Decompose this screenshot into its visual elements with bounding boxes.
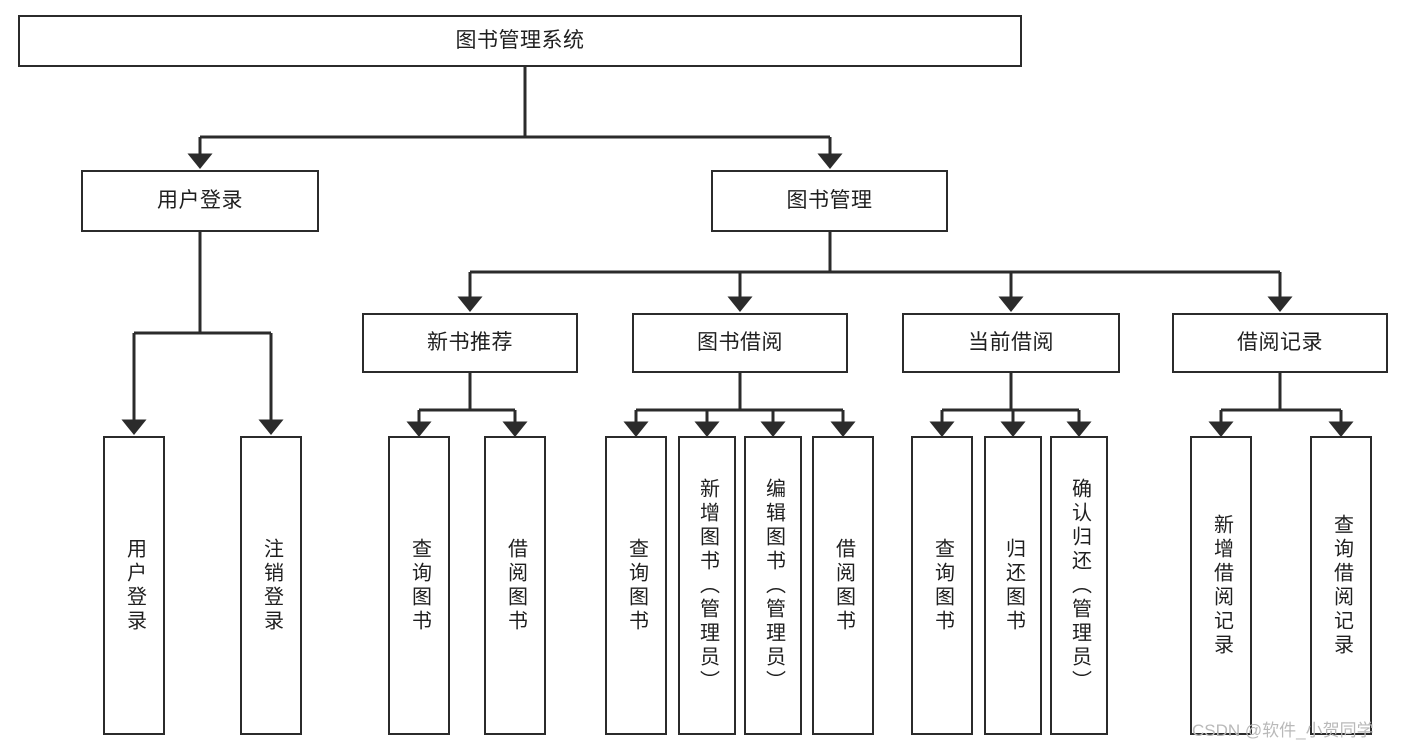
node-current-borrow[interactable]: 当前借阅 — [902, 313, 1120, 373]
node-leaf-edit-book-label: 编辑图书（管理员） — [762, 477, 785, 694]
node-root[interactable]: 图书管理系统 — [18, 15, 1022, 67]
node-book-manage[interactable]: 图书管理 — [711, 170, 948, 232]
node-leaf-query-book-1-label: 查询图书 — [408, 537, 431, 634]
node-new-book-rec-label: 新书推荐 — [427, 331, 513, 355]
node-leaf-borrow-book-1-label: 借阅图书 — [504, 537, 527, 634]
node-user-login-label: 用户登录 — [157, 189, 243, 213]
node-leaf-edit-book[interactable]: 编辑图书（管理员） — [744, 436, 802, 735]
node-leaf-return-book[interactable]: 归还图书 — [984, 436, 1042, 735]
node-leaf-user-login[interactable]: 用户登录 — [103, 436, 165, 735]
node-user-login[interactable]: 用户登录 — [81, 170, 319, 232]
node-leaf-user-login-label: 用户登录 — [123, 537, 146, 634]
node-borrow-record[interactable]: 借阅记录 — [1172, 313, 1388, 373]
node-book-borrow[interactable]: 图书借阅 — [632, 313, 848, 373]
node-new-book-rec[interactable]: 新书推荐 — [362, 313, 578, 373]
node-leaf-add-book[interactable]: 新增图书（管理员） — [678, 436, 736, 735]
node-leaf-query-book-2-label: 查询图书 — [625, 537, 648, 634]
node-leaf-add-book-label: 新增图书（管理员） — [696, 477, 719, 694]
node-leaf-query-book-3[interactable]: 查询图书 — [911, 436, 973, 735]
node-leaf-query-record[interactable]: 查询借阅记录 — [1310, 436, 1372, 735]
node-leaf-query-book-2[interactable]: 查询图书 — [605, 436, 667, 735]
node-leaf-borrow-book-1[interactable]: 借阅图书 — [484, 436, 546, 735]
node-current-borrow-label: 当前借阅 — [968, 331, 1054, 355]
node-leaf-confirm-return-label: 确认归还（管理员） — [1068, 477, 1091, 694]
node-leaf-user-logout[interactable]: 注销登录 — [240, 436, 302, 735]
node-book-borrow-label: 图书借阅 — [697, 331, 783, 355]
node-leaf-add-record-label: 新增借阅记录 — [1210, 513, 1233, 658]
node-leaf-confirm-return[interactable]: 确认归还（管理员） — [1050, 436, 1108, 735]
node-leaf-query-book-1[interactable]: 查询图书 — [388, 436, 450, 735]
node-book-manage-label: 图书管理 — [786, 189, 873, 213]
node-leaf-user-logout-label: 注销登录 — [260, 537, 283, 634]
node-leaf-query-record-label: 查询借阅记录 — [1330, 513, 1353, 658]
node-leaf-borrow-book-2[interactable]: 借阅图书 — [812, 436, 874, 735]
node-root-label: 图书管理系统 — [455, 29, 585, 53]
node-leaf-add-record[interactable]: 新增借阅记录 — [1190, 436, 1252, 735]
node-leaf-return-book-label: 归还图书 — [1002, 537, 1025, 634]
node-leaf-borrow-book-2-label: 借阅图书 — [832, 537, 855, 634]
node-borrow-record-label: 借阅记录 — [1237, 331, 1323, 355]
node-leaf-query-book-3-label: 查询图书 — [931, 537, 954, 634]
